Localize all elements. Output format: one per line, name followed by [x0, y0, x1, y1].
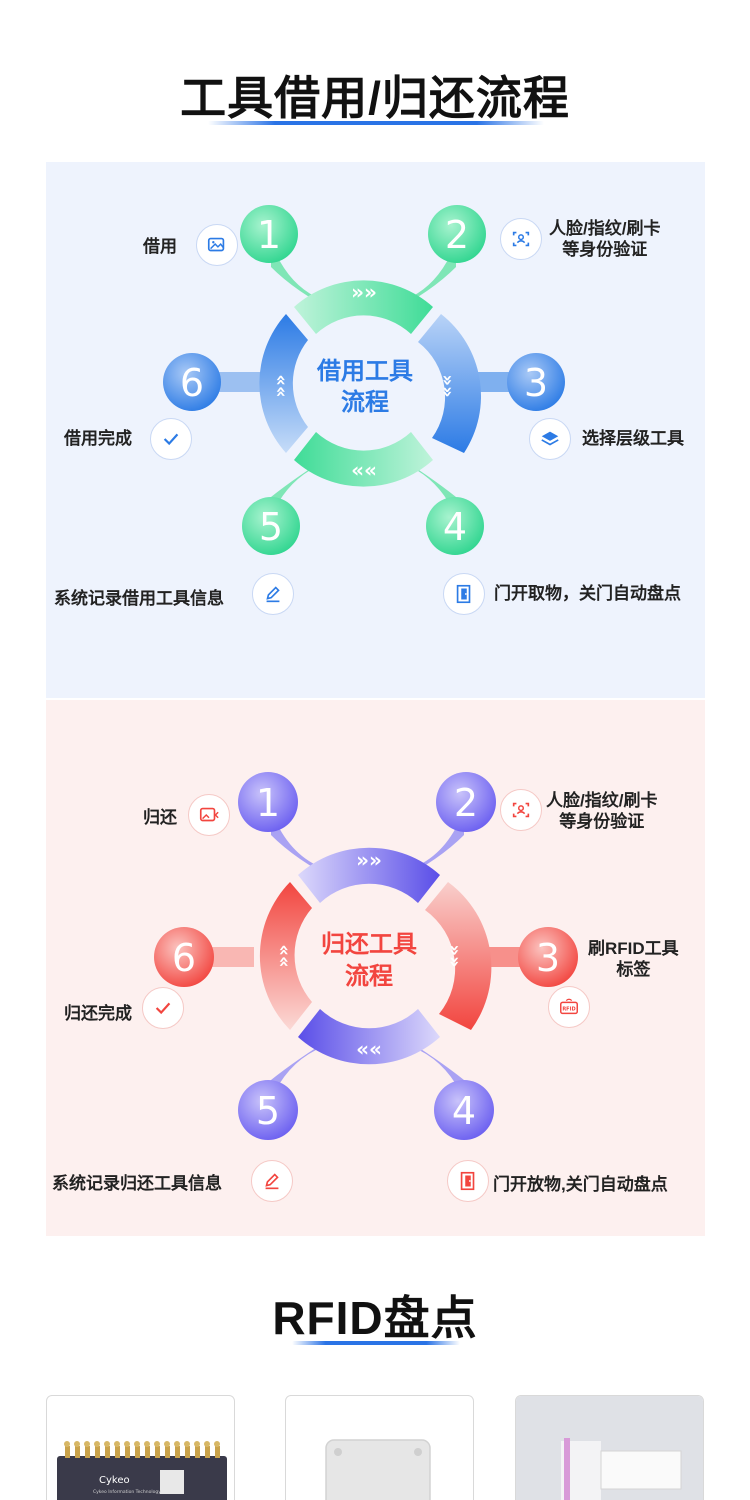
- step-node-4: [434, 1080, 494, 1140]
- step-label-6: 归还完成: [64, 1004, 132, 1023]
- ring-arc-bottom: [298, 1009, 440, 1065]
- step-number-3: 3: [536, 936, 560, 980]
- image-upload-icon: [196, 224, 238, 266]
- ring-arc-left: [259, 882, 312, 1030]
- step-number-4: 4: [452, 1089, 476, 1133]
- check-icon: [142, 987, 184, 1029]
- rfid-reader-image: Cykeo Cykeo Information Technology: [57, 1441, 227, 1500]
- step-number-6: 6: [172, 936, 196, 980]
- chevrons-top: »»: [356, 848, 382, 872]
- chevrons-left: »»: [270, 374, 291, 397]
- step-node-2: [428, 205, 486, 263]
- step-node-5: [238, 1080, 298, 1140]
- step-number-5: 5: [259, 505, 283, 549]
- step-number-5: 5: [256, 1089, 280, 1133]
- rfid-label-roll-image: [516, 1396, 703, 1500]
- chevrons-right: »»: [437, 374, 458, 397]
- connector-2: [391, 242, 456, 312]
- pen-icon: [252, 573, 294, 615]
- step-label-5: 系统记录借用工具信息: [54, 589, 224, 608]
- center-title-line2: 流程: [345, 962, 393, 990]
- step-label-2-line2: 等身份验证: [559, 812, 645, 831]
- pen-icon: [251, 1160, 293, 1202]
- center-title-line1: 归还工具: [321, 930, 417, 958]
- step-number-1: 1: [257, 213, 281, 257]
- step-label-2: 人脸/指纹/刷卡 等身份验证: [546, 790, 657, 832]
- step-label-1: 归还: [143, 808, 177, 827]
- step-number-4: 4: [443, 505, 467, 549]
- step-number-6: 6: [180, 361, 204, 405]
- face-scan-icon: [500, 789, 542, 831]
- step-label-2-line1: 人脸/指纹/刷卡: [549, 219, 661, 238]
- borrow-flow-diagram: »» «« »» »» 1 2 3 4 5 6 借用工具 流程: [163, 205, 565, 555]
- rfid-icon-text: RFID: [562, 1007, 575, 1013]
- center-title-line2: 流程: [341, 388, 389, 416]
- step-label-2: 人脸/指纹/刷卡 等身份验证: [549, 218, 660, 260]
- step-label-5: 系统记录归还工具信息: [52, 1174, 222, 1193]
- layers-icon: [529, 418, 571, 460]
- ring-arc-right: [425, 882, 492, 1030]
- connector-1: [271, 242, 336, 312]
- card1-sub: Cykeo Information Technology: [93, 1489, 161, 1495]
- step-node-6: [154, 927, 214, 987]
- step-number-2: 2: [445, 213, 469, 257]
- step-node-4: [426, 497, 484, 555]
- ring-arc-top: [294, 280, 433, 334]
- connector-1: [271, 810, 336, 880]
- face-scan-icon: [500, 218, 542, 260]
- product-card-rfid-label-roll[interactable]: [515, 1395, 704, 1500]
- connector-2: [399, 810, 464, 880]
- ring-arc-left: [259, 314, 308, 453]
- step-node-3: [518, 927, 578, 987]
- step-number-2: 2: [454, 781, 478, 825]
- product-card-rfid-reader[interactable]: Cykeo Cykeo Information Technology: [46, 1395, 235, 1500]
- step-label-2-line1: 人脸/指纹/刷卡: [546, 791, 658, 810]
- step-label-2-line2: 等身份验证: [562, 240, 648, 259]
- section-title-rfid: RFID盘点: [272, 1292, 478, 1344]
- step-node-1: [238, 772, 298, 832]
- step-label-3: 选择层级工具: [582, 429, 684, 448]
- chevrons-right: »»: [444, 944, 465, 967]
- return-flow-panel: »» «« »» »» 1 2 3 4 5 6 归还工具 流程 归还 人脸/指纹…: [46, 700, 705, 1236]
- center-title-line1: 借用工具: [316, 357, 413, 385]
- image-return-icon: [188, 794, 230, 836]
- chevrons-top: »»: [351, 280, 377, 304]
- step-label-4: 门开放物,关门自动盘点: [493, 1175, 668, 1194]
- step-number-1: 1: [256, 781, 280, 825]
- ring-arc-right: [418, 314, 482, 453]
- check-icon: [150, 418, 192, 460]
- step-label-3-line2: 标签: [616, 960, 651, 979]
- borrow-flow-panel: »» «« »» »» 1 2 3 4 5 6 借用工具 流程 借用 人脸/指纹…: [46, 162, 705, 698]
- step-label-3-line1: 刷RFID工具: [588, 939, 679, 958]
- return-flow-diagram: »» «« »» »» 1 2 3 4 5 6 归还工具 流程: [154, 772, 578, 1140]
- chevrons-bottom: ««: [351, 458, 377, 482]
- door-icon: [447, 1160, 489, 1202]
- rfid-tag-image: [325, 1439, 431, 1500]
- section-title-borrow-return: 工具借用/归还流程: [180, 72, 570, 124]
- step-node-5: [242, 497, 300, 555]
- step-label-3: 刷RFID工具 标签: [588, 938, 679, 980]
- chevrons-bottom: ««: [356, 1037, 382, 1061]
- card1-brand: Cykeo: [99, 1475, 130, 1486]
- step-label-4: 门开取物，关门自动盘点: [494, 584, 681, 603]
- title-underline: [208, 121, 544, 125]
- step-node-2: [436, 772, 496, 832]
- step-node-6: [163, 353, 221, 411]
- ring-arc-top: [298, 847, 440, 903]
- chevrons-left: »»: [273, 944, 294, 967]
- product-card-rfid-tag[interactable]: [285, 1395, 474, 1500]
- step-number-3: 3: [524, 361, 548, 405]
- title-underline: [292, 1341, 460, 1345]
- step-node-1: [240, 205, 298, 263]
- step-node-3: [507, 353, 565, 411]
- step-label-6: 借用完成: [64, 429, 132, 448]
- door-icon: [443, 573, 485, 615]
- ring-arc-bottom: [294, 432, 433, 487]
- step-label-1: 借用: [143, 237, 177, 256]
- rfid-tag-icon: RFID: [548, 986, 590, 1028]
